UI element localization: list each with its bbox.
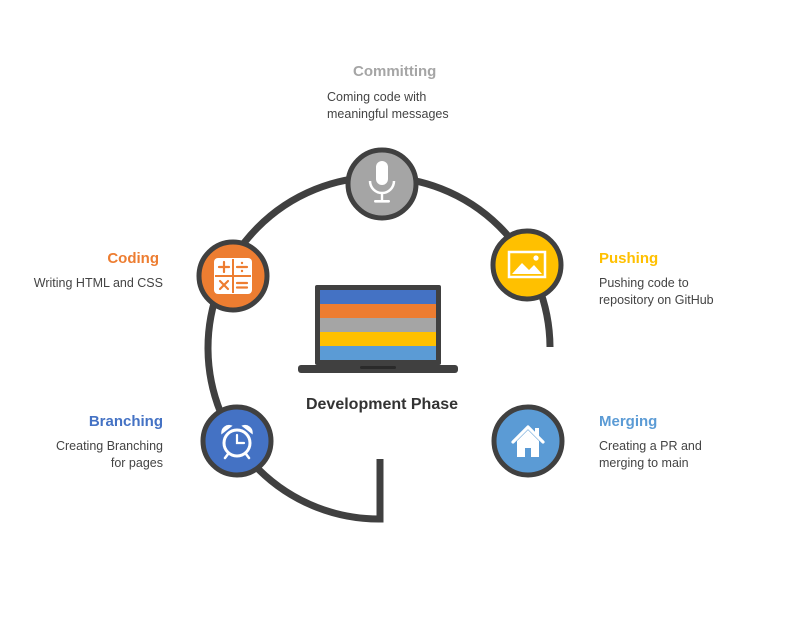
merging-title: Merging [599,413,658,430]
merging-desc-line-2: merging to main [599,456,689,470]
pushing-desc-line-2: repository on GitHub [599,293,714,307]
laptop-icon [298,285,458,373]
pushing-node [490,228,564,302]
committing-desc: Coming code with meaningful messages [327,89,527,123]
calculator-icon [214,258,252,294]
committing-node [345,147,419,221]
microphone-icon [368,161,396,203]
committing-desc-line-2: meaningful messages [327,107,449,121]
merging-desc: Creating a PR and merging to main [599,438,779,472]
alarm-clock-icon [221,424,253,460]
merging-node [491,404,565,478]
screen-stripe-4 [320,332,436,346]
merging-desc-line-1: Creating a PR and [599,439,702,453]
branching-node [200,404,274,478]
coding-desc-line-1: Writing HTML and CSS [33,276,163,290]
coding-desc: Writing HTML and CSS [0,275,163,292]
center-title: Development Phase [305,396,459,413]
coding-node [196,239,270,313]
coding-label: Coding Writing HTML and CSS [0,250,163,292]
branching-desc: Creating Branching for pages [0,438,163,472]
pushing-desc: Pushing code to repository on GitHub [599,275,779,309]
screen-stripe-5 [320,346,436,360]
branching-label: Branching Creating Branching for pages [0,413,163,472]
coding-title: Coding [107,250,159,267]
pushing-title: Pushing [599,250,659,267]
screen-stripe-1 [320,290,436,304]
screen-stripe-3 [320,318,436,332]
pushing-desc-line-1: Pushing code to [599,276,689,290]
committing-title: Committing [353,63,437,80]
laptop-notch [360,366,396,369]
committing-desc-line-1: Coming code with [327,90,427,104]
cycle-ring [204,173,554,523]
branching-title: Branching [88,413,163,430]
committing-label: Committing Coming code with meaningful m… [327,63,527,123]
pushing-label: Pushing Pushing code to repository on Gi… [599,250,779,309]
screen-stripe-2 [320,304,436,318]
branching-desc-line-2: for pages [110,456,163,470]
picture-icon [507,250,547,279]
laptop-screen [320,290,436,360]
merging-label: Merging Creating a PR and merging to mai… [599,413,779,472]
branching-desc-line-1: Creating Branching [55,439,163,453]
home-icon [511,425,545,457]
